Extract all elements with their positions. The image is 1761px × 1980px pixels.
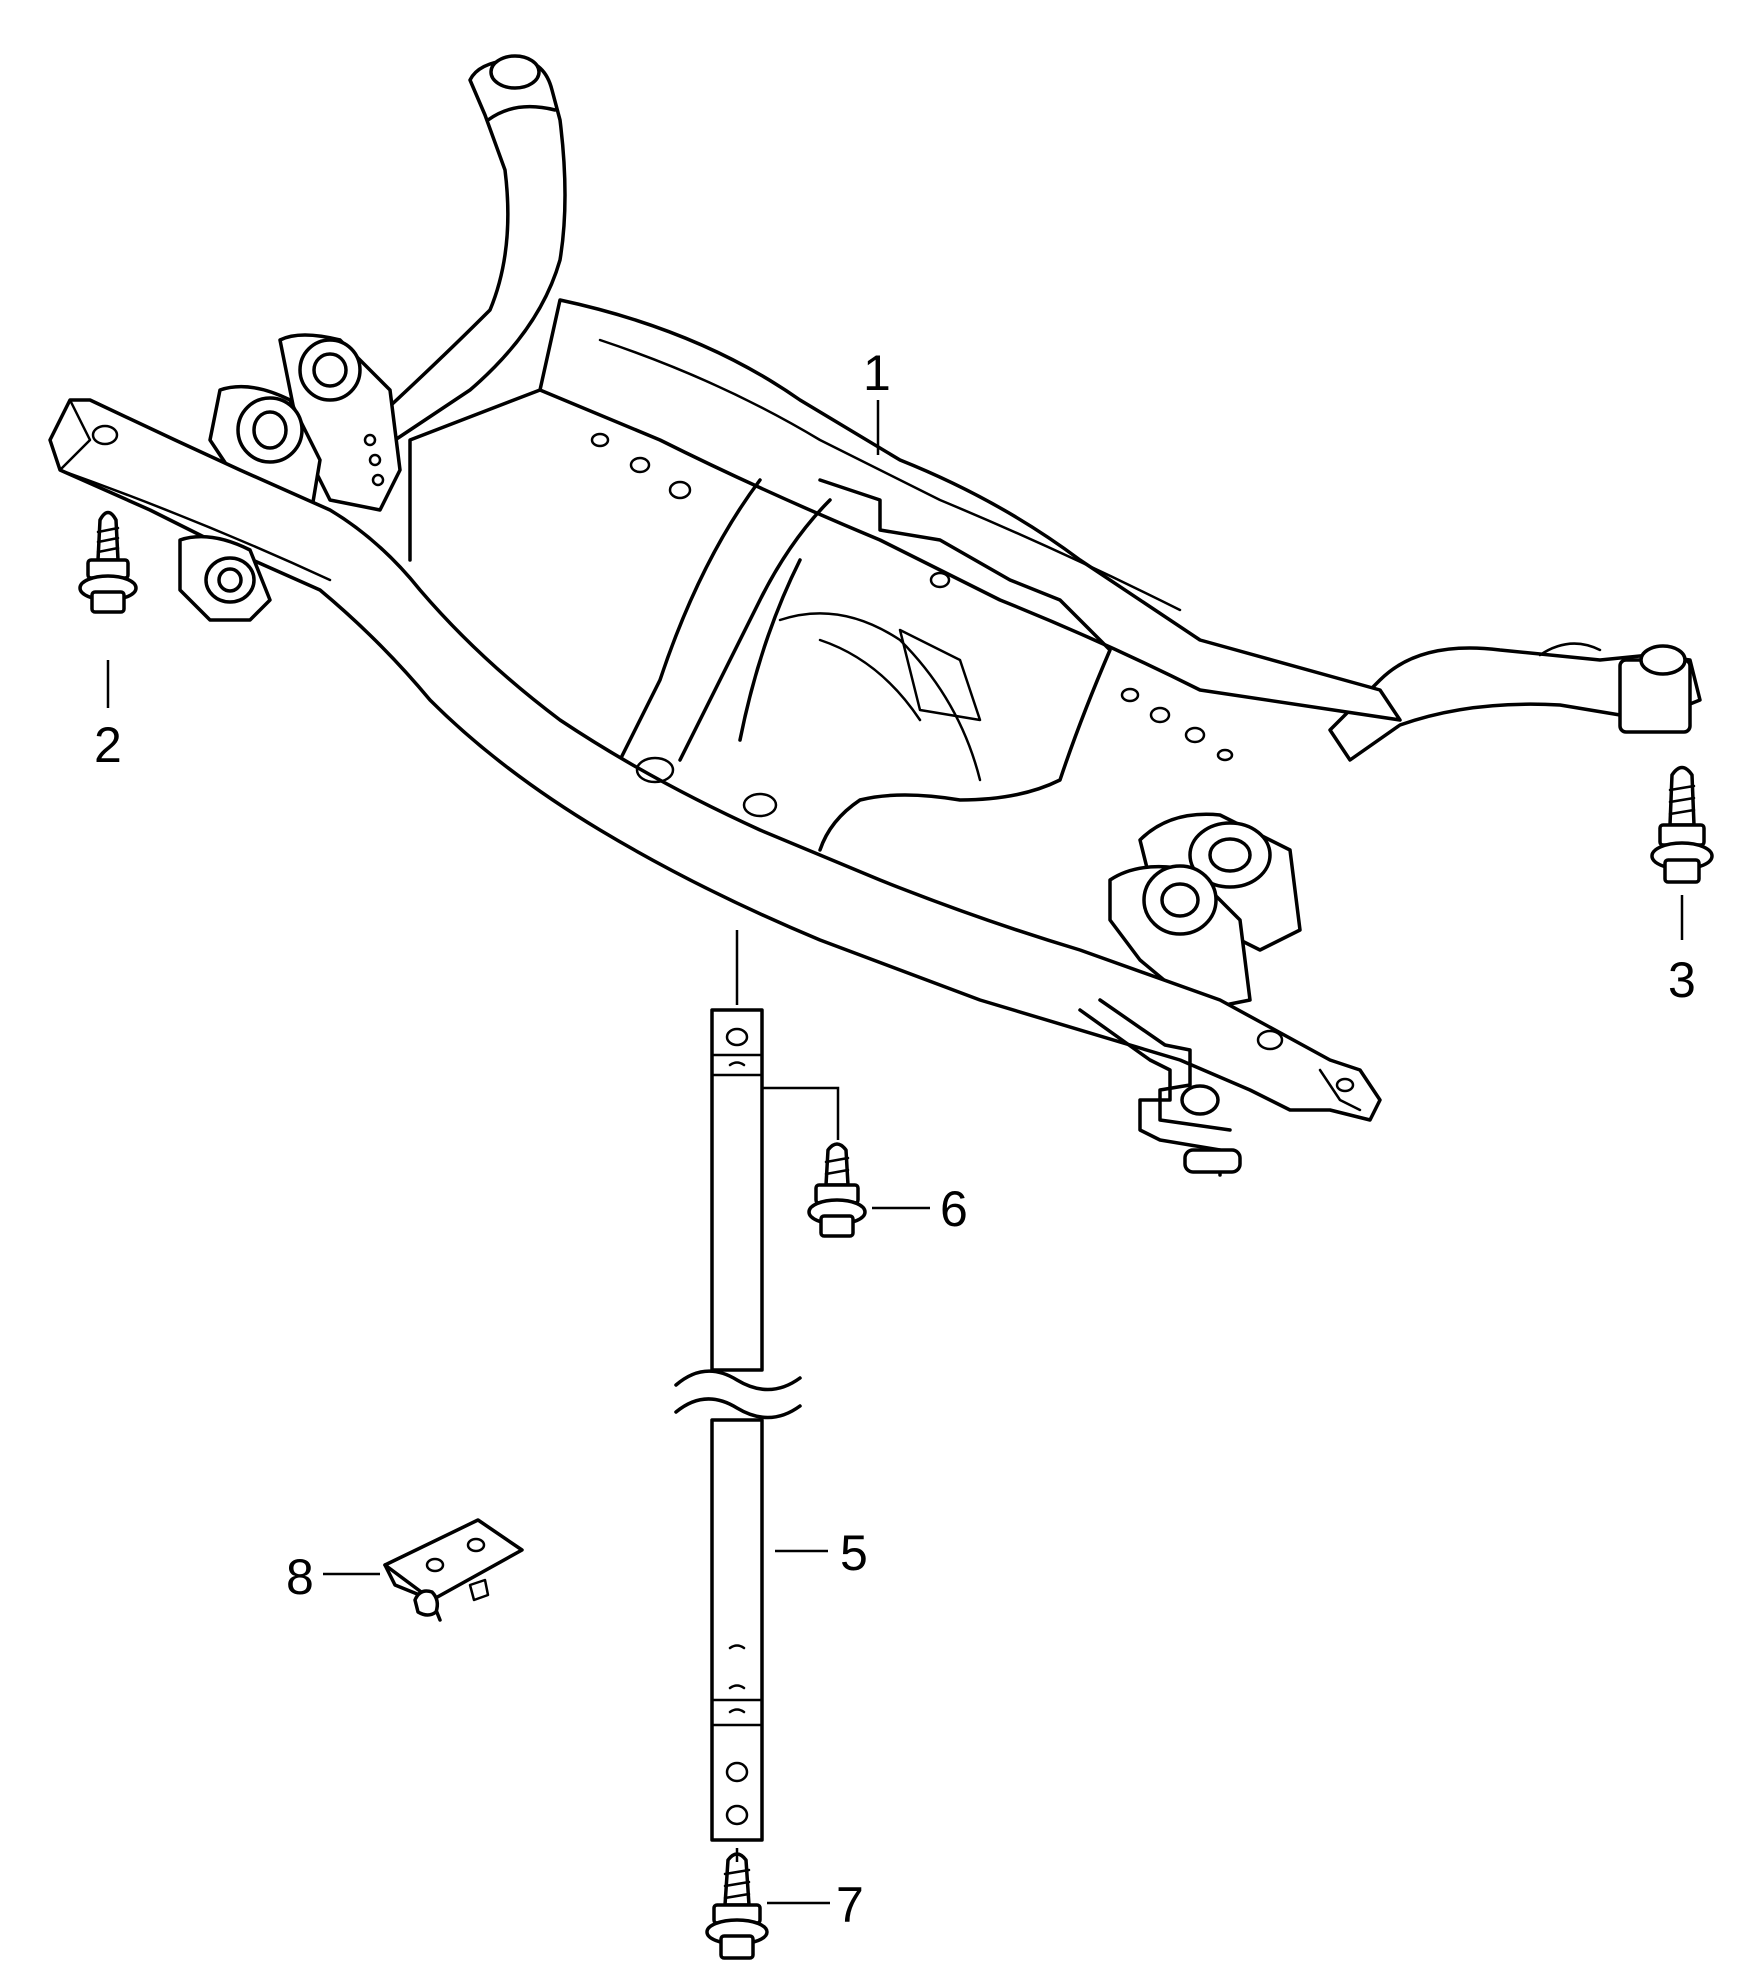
bolt-3-icon[interactable] xyxy=(1650,765,1714,884)
callout-1: 1 xyxy=(863,345,891,401)
rear-subframe[interactable] xyxy=(48,54,1702,1177)
bolt-6-icon[interactable] xyxy=(807,1142,867,1238)
callout-7: 7 xyxy=(836,1877,864,1933)
bolt-7-icon[interactable] xyxy=(705,1852,769,1960)
callout-3: 3 xyxy=(1668,952,1696,1008)
callout-5: 5 xyxy=(840,1525,868,1581)
clip-nut-8-icon[interactable] xyxy=(383,1518,524,1622)
leader-lines xyxy=(106,400,1684,1905)
bolt-2-icon[interactable] xyxy=(78,510,138,614)
rear-member-holes xyxy=(590,432,1234,762)
callout-8: 8 xyxy=(286,1549,314,1605)
callout-2: 2 xyxy=(94,717,122,773)
callout-6: 6 xyxy=(940,1181,968,1237)
support-strap[interactable] xyxy=(674,1008,802,1842)
